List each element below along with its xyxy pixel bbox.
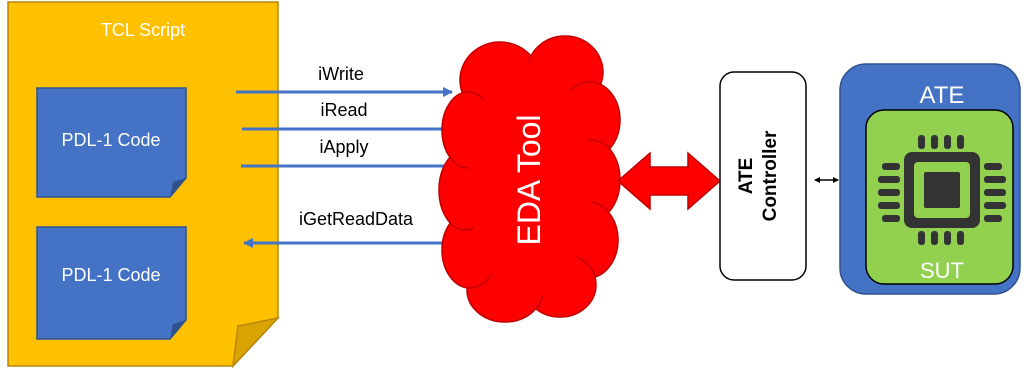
igetreaddata-label: iGetReadData	[299, 209, 414, 229]
microchip-icon	[878, 135, 1006, 245]
ate-controller-line1: ATE	[736, 158, 757, 195]
ate-label: ATE	[920, 82, 965, 109]
api-arrows: iWrite iRead iApply iGetReadData	[236, 64, 464, 248]
sut-label: SUT	[920, 258, 964, 283]
ate-controller-box: ATE Controller	[719, 71, 807, 281]
tcl-script-title: TCL Script	[101, 20, 185, 40]
eda-tool-cloud: EDA Tool	[438, 35, 621, 323]
pdl-code-label-1: PDL-1 Code	[61, 130, 160, 150]
eda-tool-label: EDA Tool	[511, 114, 547, 245]
ate-controller-line2: Controller	[760, 130, 781, 221]
pdl-code-block-1: PDL-1 Code	[36, 87, 187, 198]
pdl-code-block-2: PDL-1 Code	[36, 226, 187, 340]
iapply-label: iApply	[319, 137, 368, 157]
pdl-code-label-2: PDL-1 Code	[61, 265, 160, 285]
eda-ate-double-arrow	[616, 151, 722, 211]
iwrite-label: iWrite	[318, 64, 364, 84]
iread-label: iRead	[320, 100, 367, 120]
